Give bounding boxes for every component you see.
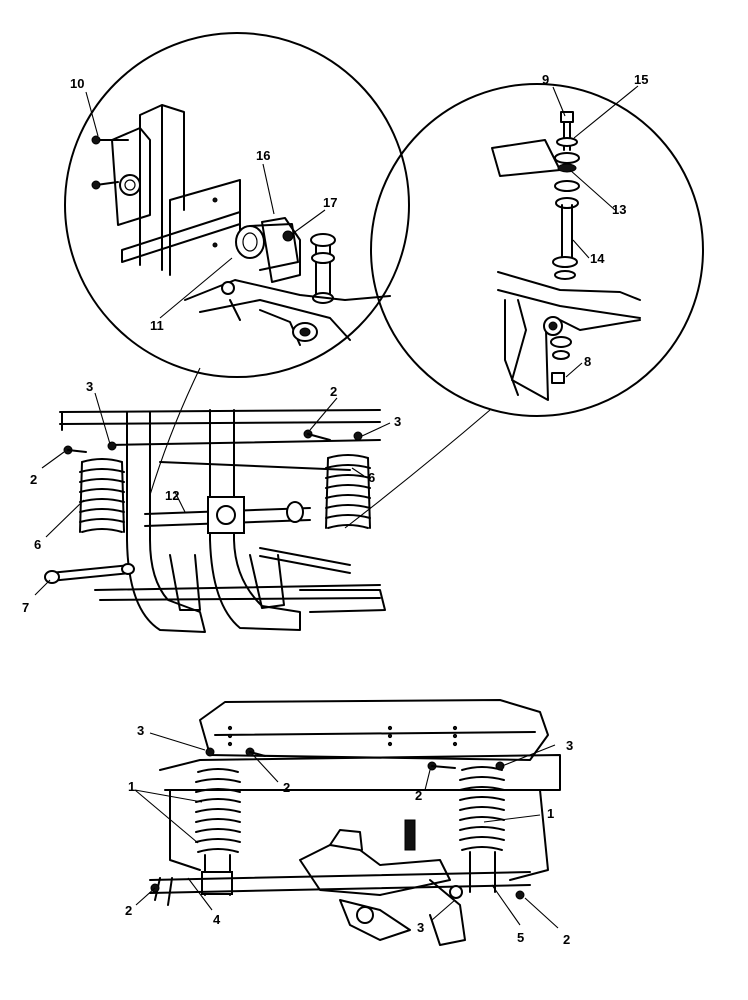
callout-11: 11 [150,318,164,333]
callout-3: 3 [86,379,93,394]
callout-1: 1 [128,779,135,794]
callout-16: 16 [256,148,270,163]
callout-12: 12 [165,488,179,503]
callout-2: 2 [415,788,422,803]
leader-lines [34,85,639,929]
callout-15: 15 [634,72,648,87]
callout-6: 6 [368,470,375,485]
callout-8: 8 [584,354,591,369]
callout-labels: 10 16 17 11 9 15 13 14 8 3 2 3 2 6 12 6 … [22,72,648,947]
callout-4: 4 [213,912,221,927]
callout-2: 2 [563,932,570,947]
callout-2: 2 [125,903,132,918]
callout-2: 2 [330,384,337,399]
callout-13: 13 [612,202,626,217]
callout-17: 17 [323,195,337,210]
detail-view-right [370,83,704,417]
callout-3: 3 [566,738,573,753]
rear-suspension-assembly [149,699,561,946]
callout-3: 3 [137,723,144,738]
callout-6: 6 [34,537,41,552]
callout-14: 14 [590,251,605,266]
callout-5: 5 [517,930,524,945]
callout-1: 1 [547,806,554,821]
front-suspension-assembly [44,409,386,633]
callout-3: 3 [394,414,401,429]
callout-3: 3 [417,920,424,935]
callout-9: 9 [542,72,549,87]
callout-2: 2 [30,472,37,487]
callout-10: 10 [70,76,84,91]
detail-view-left [64,32,410,378]
callout-7: 7 [22,600,29,615]
callout-2: 2 [283,780,290,795]
